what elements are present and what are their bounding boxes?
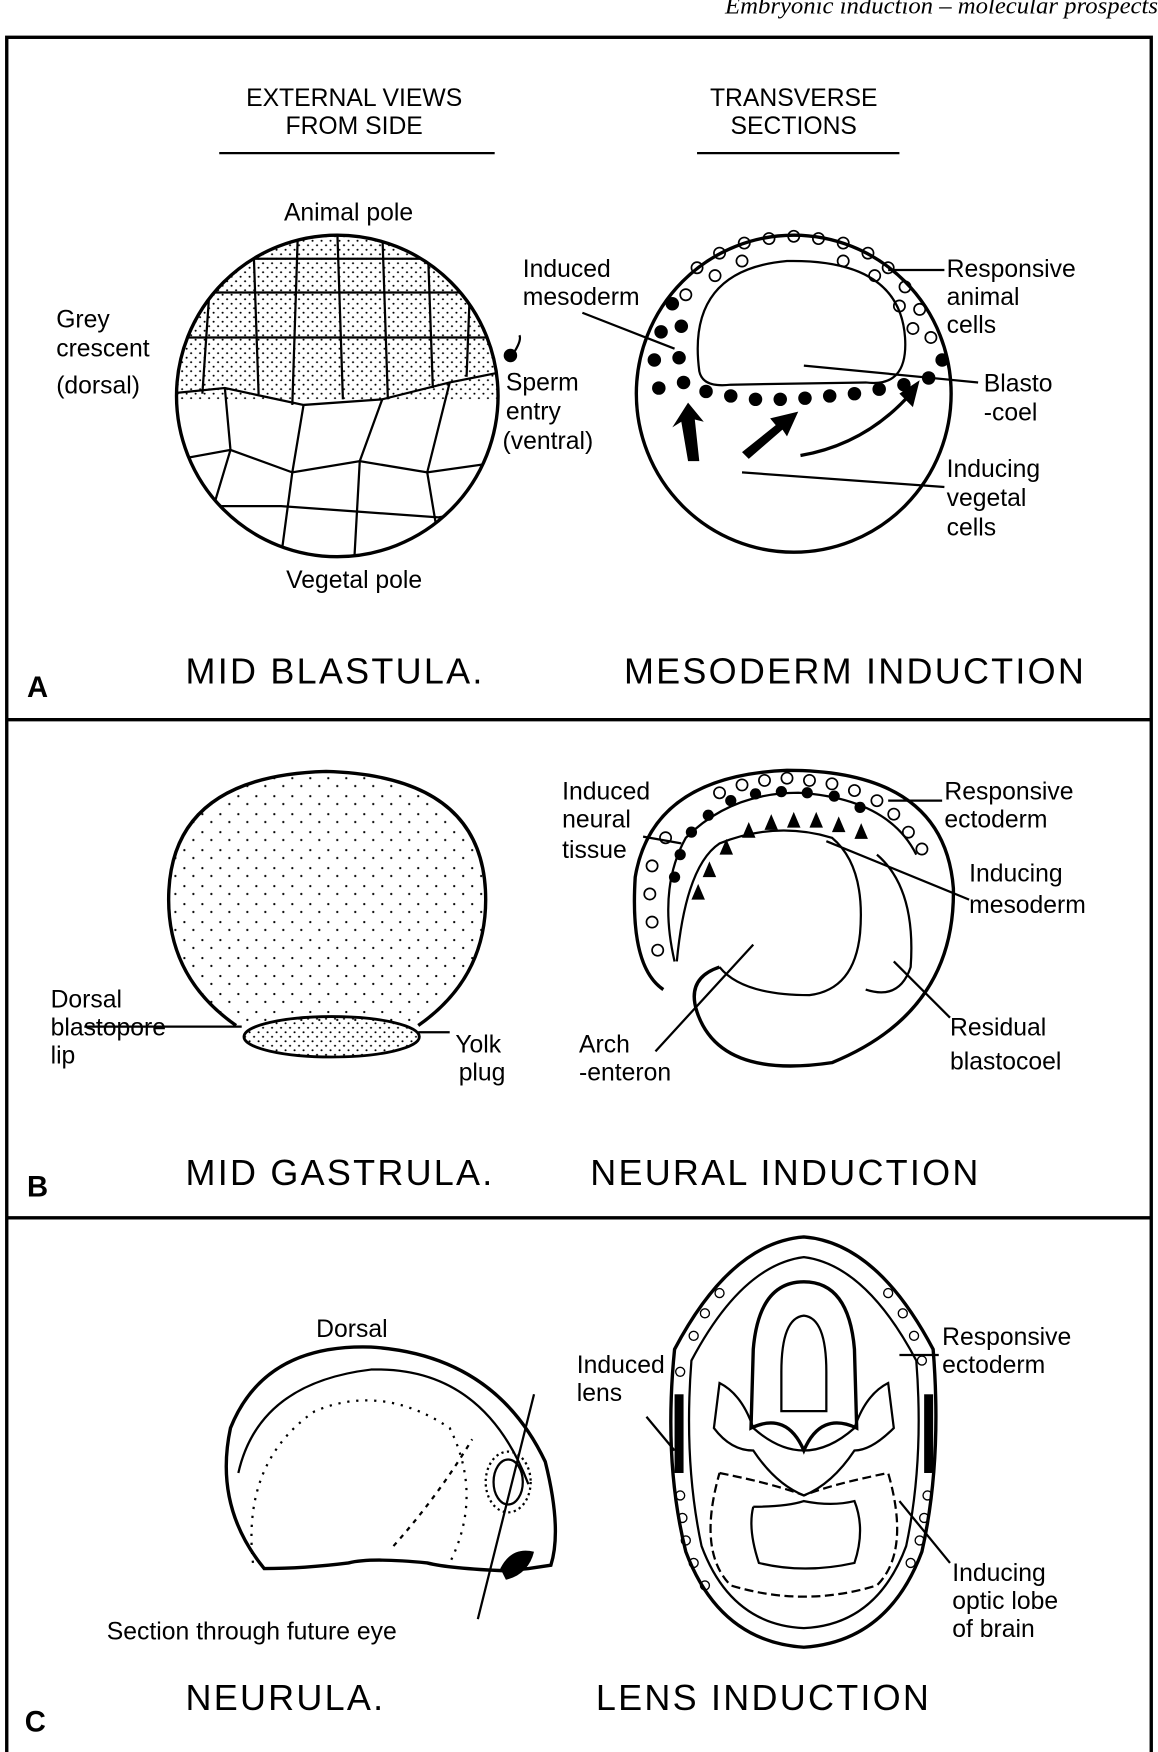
label-induced-lens-1: Induced [577, 1352, 665, 1379]
label-residual-blastocoel-1: Residual [950, 1015, 1046, 1042]
label-inducing-optic-1: Inducing [952, 1560, 1045, 1587]
stage-neurula: NEURULA. [186, 1677, 386, 1718]
figure-frame [5, 35, 1153, 1752]
label-animal-pole: Animal pole [284, 200, 413, 227]
label-responsive-ectoderm-b-2: ectoderm [944, 807, 1047, 834]
label-responsive-animal-1: Responsive [947, 256, 1076, 283]
heading-sections: SECTIONS [731, 113, 857, 140]
label-induced-mesoderm-1: Induced [523, 256, 611, 283]
label-blastocoel-2: -coel [984, 400, 1038, 427]
label-yolk-plug-1: Yolk [455, 1032, 501, 1059]
label-sperm-entry-2: entry [506, 399, 562, 426]
label-inducing-mesoderm-1: Inducing [969, 861, 1062, 888]
heading-from-side: FROM SIDE [285, 113, 422, 140]
heading-transverse: TRANSVERSE [710, 85, 878, 112]
stage-lens-induction: LENS INDUCTION [596, 1677, 931, 1718]
panel-letter-b: B [27, 1171, 48, 1203]
label-grey-crescent-1: Grey [56, 306, 110, 333]
label-archenteron-2: -enteron [579, 1060, 671, 1087]
label-dorsal-blastopore-3: lip [51, 1043, 76, 1070]
label-inducing-vegetal-3: cells [947, 514, 996, 541]
label-sperm-entry-1: Sperm [506, 369, 579, 396]
label-blastocoel-1: Blasto [984, 370, 1053, 397]
label-inducing-optic-2: optic lobe [952, 1588, 1058, 1615]
stage-mesoderm-induction: MESODERM INDUCTION [624, 651, 1086, 692]
label-inducing-vegetal-1: Inducing [947, 456, 1040, 483]
label-induced-neural-1: Induced [562, 779, 650, 806]
label-dorsal: Dorsal [316, 1316, 387, 1343]
lens-section-drawing [645, 1235, 951, 1649]
label-induced-lens-2: lens [577, 1380, 622, 1407]
stage-mid-blastula: MID BLASTULA. [186, 651, 485, 692]
stage-mid-gastrula: MID GASTRULA. [186, 1152, 495, 1193]
label-responsive-ectoderm-c-1: Responsive [942, 1324, 1071, 1351]
label-inducing-optic-3: of brain [952, 1616, 1034, 1643]
label-induced-neural-2: neural [562, 807, 631, 834]
panel-letter-c: C [25, 1707, 46, 1739]
label-inducing-mesoderm-2: mesoderm [969, 892, 1086, 919]
label-grey-crescent-2: crescent [56, 336, 150, 363]
label-archenteron-1: Arch [579, 1032, 630, 1059]
label-yolk-plug-2: plug [459, 1060, 506, 1087]
mesoderm-section-drawing [581, 229, 979, 554]
neurula-drawing [224, 1345, 558, 1620]
label-dorsal-blastopore-2: blastopore [51, 1015, 166, 1042]
stage-neural-induction: NEURAL INDUCTION [590, 1152, 980, 1193]
label-dorsal-blastopore-1: Dorsal [51, 987, 122, 1014]
running-header: Embryonic induction – molecular prospect… [724, 0, 1158, 20]
label-responsive-animal-2: animal [947, 284, 1020, 311]
label-responsive-ectoderm-b-1: Responsive [944, 779, 1073, 806]
blastula-drawing [174, 233, 522, 559]
label-vegetal-pole: Vegetal pole [286, 567, 422, 594]
label-induced-neural-3: tissue [562, 837, 627, 864]
neural-section-drawing [632, 768, 970, 1068]
panel-letter-a: A [27, 672, 48, 704]
label-grey-crescent-3: (dorsal) [56, 373, 140, 400]
heading-external-views: EXTERNAL VIEWS [246, 85, 462, 112]
label-induced-mesoderm-2: mesoderm [523, 284, 640, 311]
label-section-future-eye: Section through future eye [107, 1618, 397, 1645]
label-responsive-animal-3: cells [947, 312, 996, 339]
label-responsive-ectoderm-c-2: ectoderm [942, 1352, 1045, 1379]
gastrula-drawing [84, 769, 488, 1059]
label-sperm-entry-3: (ventral) [503, 428, 594, 455]
label-inducing-vegetal-2: vegetal [947, 485, 1027, 512]
label-residual-blastocoel-2: blastocoel [950, 1048, 1061, 1075]
